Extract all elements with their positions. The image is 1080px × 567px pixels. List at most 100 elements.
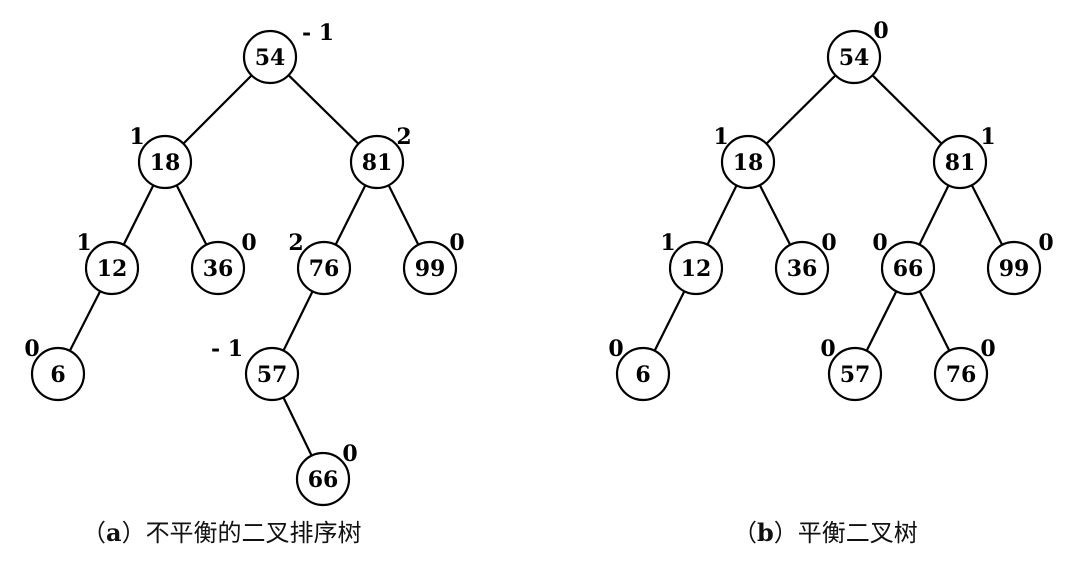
node-value: 81 [362,150,393,176]
edge-81-99 [970,184,1004,246]
edge-54-18 [765,74,837,145]
edge-18-12 [706,184,738,246]
node-circle [295,451,351,507]
node-36: 360 [774,230,837,296]
edge-81-99 [387,184,420,246]
node-circle [933,346,989,402]
node-54: 54 - 1 [242,20,334,85]
caption-close-paren: ） [121,519,146,547]
node-6: 60 [24,336,86,402]
balance-factor-label: - 1 [211,336,243,362]
node-76: 762 [288,230,352,296]
node-66: 660 [872,230,936,296]
node-18: 181 [129,124,193,190]
balance-factor-label: 0 [24,336,39,362]
node-66: 660 [295,441,358,507]
balance-factor-label: 0 [820,336,835,362]
node-value: 54 [839,45,870,71]
node-circle [720,134,776,190]
caption-open-paren: （ [82,519,106,547]
node-57: 57 - 1 [211,336,300,402]
node-circle [349,134,405,190]
node-18: 181 [713,124,776,190]
node-54: 540 [826,18,889,85]
balance-factor-label: 1 [660,230,675,256]
node-value: 6 [635,362,650,388]
caption-open-paren: （ [733,519,757,547]
node-value: 57 [840,362,871,388]
node-value: 99 [999,256,1030,282]
balance-factor-label: 2 [288,230,303,256]
node-circle [668,240,724,296]
node-value: 99 [415,256,446,282]
edge-57-66 [282,396,313,457]
balance-factor-label: 1 [129,124,144,150]
balance-factor-label: 2 [396,124,411,150]
node-circle [615,346,671,402]
caption-unbalanced-bst: （a）不平衡的二叉排序树 [82,513,362,548]
caption-tag: b [757,518,774,547]
balance-factor-label: 1 [713,124,728,150]
node-circle [244,346,300,402]
node-value: 54 [255,45,286,71]
edge-54-81 [871,74,943,145]
node-circle [932,134,988,190]
node-circle [30,346,86,402]
node-value: 66 [893,256,924,282]
edge-66-76 [918,290,951,352]
node-circle [774,240,830,296]
node-value: 18 [733,150,764,176]
edge-76-57 [282,290,314,352]
edge-81-66 [918,184,950,246]
edge-66-57 [865,290,898,352]
edge-54-81 [287,74,360,145]
caption-text: 平衡二叉树 [797,519,918,547]
caption-tag: a [106,518,122,547]
node-circle [827,346,883,402]
node-value: 76 [309,256,340,282]
node-81: 811 [932,124,996,190]
node-value: 6 [50,362,65,388]
node-36: 360 [190,230,257,296]
balance-factor-label: 1 [76,230,91,256]
balance-factor-label: 0 [873,18,888,44]
node-12: 121 [660,230,724,296]
node-81: 812 [349,124,412,190]
edge-81-76 [334,184,367,246]
node-value: 18 [150,150,181,176]
node-circle [402,240,458,296]
balance-factor-label: 0 [449,230,464,256]
node-value: 57 [257,362,288,388]
node-value: 81 [945,150,976,176]
edge-12-6 [68,290,102,352]
node-circle [242,29,298,85]
node-value: 76 [946,362,977,388]
node-circle [84,240,140,296]
node-12: 121 [76,230,140,296]
balance-factor-label: 0 [608,336,623,362]
caption-close-paren: ） [773,519,798,547]
edge-18-36 [175,184,208,246]
node-value: 36 [203,256,234,282]
node-6: 60 [608,336,671,402]
node-circle [826,29,882,85]
caption-text: 不平衡的二叉排序树 [145,519,362,547]
node-value: 12 [97,256,128,282]
edge-18-36 [758,184,792,246]
node-circle [986,240,1042,296]
node-value: 36 [787,256,818,282]
balance-factor-label: 0 [980,336,995,362]
caption-balanced-bst: （b）平衡二叉树 [733,513,918,548]
balance-factor-label: 1 [980,124,995,150]
balance-factor-label: 0 [872,230,887,256]
node-circle [880,240,936,296]
node-circle [296,240,352,296]
node-99: 990 [402,230,465,296]
node-99: 99 0 [986,230,1054,296]
edge-18-12 [122,184,155,246]
balance-factor-label: - 1 [302,20,334,46]
balance-factor-label: 0 [1038,230,1053,256]
